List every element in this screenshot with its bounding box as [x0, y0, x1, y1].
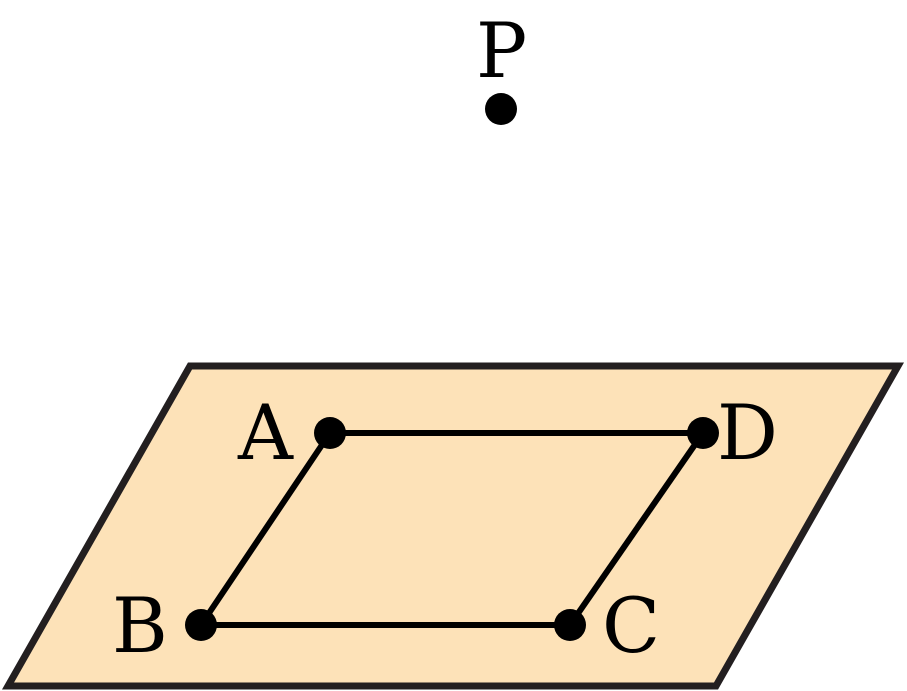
- point-b: [185, 609, 217, 641]
- point-a: [314, 417, 346, 449]
- plane: [1, 362, 905, 690]
- label-b: B: [112, 581, 168, 670]
- label-p: P: [476, 6, 527, 95]
- point-p: [485, 93, 517, 125]
- label-d: D: [717, 388, 778, 477]
- segment-dc: [567, 431, 706, 627]
- point-d: [687, 417, 719, 449]
- label-c: C: [602, 581, 660, 670]
- segment-ba: [198, 431, 333, 627]
- label-a: A: [237, 388, 294, 477]
- point-c: [554, 609, 586, 641]
